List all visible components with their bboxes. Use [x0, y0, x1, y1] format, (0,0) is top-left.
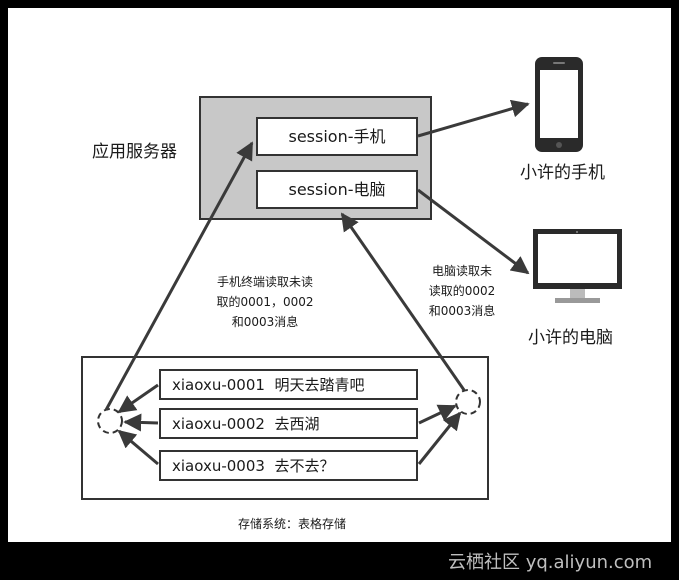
- computer-read-annotation: 电脑读取未 读取的0002 和0003消息: [429, 264, 496, 318]
- computer-icon: [533, 229, 622, 303]
- message-text: xiaoxu-0003 去不去？: [172, 457, 334, 475]
- message-row: [159, 369, 418, 400]
- arrow-row1-to-phone-node: [117, 383, 159, 414]
- annotation-line: 和0003消息: [232, 314, 299, 329]
- arrow-row3-to-phone-node: [117, 429, 159, 466]
- arrow-storage-to-session-computer: [340, 212, 466, 391]
- session-computer-label: session-电脑: [288, 180, 385, 199]
- arrow-storage-to-session-phone: [104, 141, 254, 411]
- arrow-session-to-computer: [417, 188, 530, 275]
- phone-icon: [535, 57, 583, 152]
- annotation-line: 取的0001，0002: [216, 294, 313, 309]
- app-server-label: 应用服务器: [92, 142, 177, 162]
- message-row: [159, 408, 418, 439]
- computer-label: 小许的电脑: [528, 328, 613, 348]
- arrow-row2-to-computer-node: [418, 404, 457, 425]
- annotation-line: 读取的0002: [429, 283, 496, 298]
- storage-caption: 存储系统：表格存储: [238, 516, 346, 531]
- annotation-line: 和0003消息: [429, 303, 496, 318]
- message-text: xiaoxu-0002 去西湖: [172, 415, 319, 433]
- session-phone-box: [256, 117, 418, 156]
- session-phone-label: session-手机: [288, 127, 385, 146]
- annotation-line: 手机终端读取未读: [217, 274, 313, 289]
- session-computer-box: [256, 170, 418, 209]
- phone-read-annotation: 手机终端读取未读 取的0001，0002 和0003消息: [216, 274, 313, 329]
- arrow-session-to-phone: [417, 99, 530, 138]
- phone-merge-node: [97, 408, 123, 434]
- message-row: [159, 450, 418, 481]
- phone-label: 小许的手机: [520, 163, 605, 183]
- arrow-row2-to-phone-node: [123, 413, 159, 432]
- arrow-row3-to-computer-node: [417, 411, 462, 465]
- computer-merge-node: [455, 389, 481, 415]
- message-text: xiaoxu-0001 明天去踏青吧: [172, 376, 364, 394]
- annotation-line: 电脑读取未: [432, 264, 492, 278]
- flow-arrows: [104, 99, 530, 466]
- watermark: 云栖社区 yq.aliyun.com: [448, 552, 652, 573]
